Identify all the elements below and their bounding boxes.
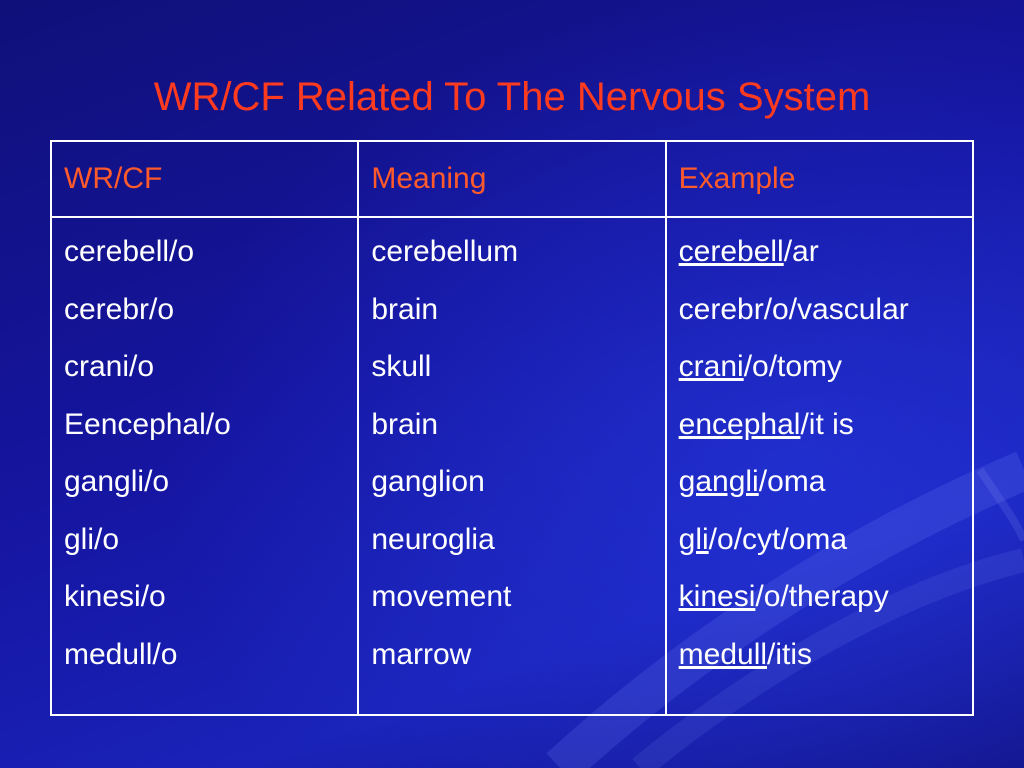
example: crani/o/tomy [679,347,972,405]
example: gli/o/cyt/oma [679,520,972,578]
example-suffix: /it is [800,407,854,441]
example: cerebell/ar [679,232,972,290]
example-root: gli [678,522,709,556]
example: cerebr/o/vascular [679,290,972,348]
example-suffix: /o/cyt/oma [708,522,848,556]
example-column: cerebell/ar cerebr/o/vascular crani/o/to… [664,216,975,716]
example-root: encephal [678,407,801,441]
header-meaning: Meaning [357,140,667,218]
meaning: ganglion [371,465,485,498]
example-suffix: /ar [783,235,819,268]
example-suffix: /itis [767,637,813,671]
meaning: brain [371,292,439,326]
example-suffix: /o/therapy [755,580,889,613]
word-root: crani/o [64,350,155,383]
example: kinesi/o/therapy [679,577,972,635]
meaning: cerebellum [371,235,519,268]
word-root: kinesi/o [64,580,166,613]
meaning: movement [371,580,512,613]
example-root: kinesi [678,580,756,613]
word-root: gangli/o [64,465,170,498]
example-root: cerebell [678,235,784,268]
word-root: Eencephal/o [64,407,231,441]
example-suffix: /oma [758,465,826,498]
example: medull/itis [679,635,972,693]
word-root-column: cerebell/o cerebr/o crani/o Eencephal/o … [49,216,360,716]
word-root: gli/o [64,522,120,556]
word-root: medull/o [64,637,178,671]
example: encephal/it is [679,405,972,463]
meaning: marrow [371,637,472,671]
header-example: Example [664,140,975,218]
example-root: crani [678,350,744,383]
example-root: gangli [678,465,759,498]
example-suffix: /o/tomy [743,350,843,383]
meaning: brain [371,407,439,441]
word-root: cerebell/o [64,235,195,268]
terms-table: WR/CF Meaning Example cerebell/o cerebr/… [49,140,975,716]
table-body-row: cerebell/o cerebr/o crani/o Eencephal/o … [49,216,975,716]
meaning: skull [371,350,432,383]
meaning-column: cerebellum brain skull brain ganglion ne… [357,216,667,716]
example-root: medull [678,637,768,671]
example: gangli/oma [679,462,972,520]
slide-title: WR/CF Related To The Nervous System [153,75,871,119]
header-wr-cf: WR/CF [49,140,360,218]
table-header-row: WR/CF Meaning Example [49,140,975,218]
meaning: neuroglia [371,522,495,556]
word-root: cerebr/o [64,292,175,326]
example-suffix: cerebr/o/vascular [678,292,909,326]
